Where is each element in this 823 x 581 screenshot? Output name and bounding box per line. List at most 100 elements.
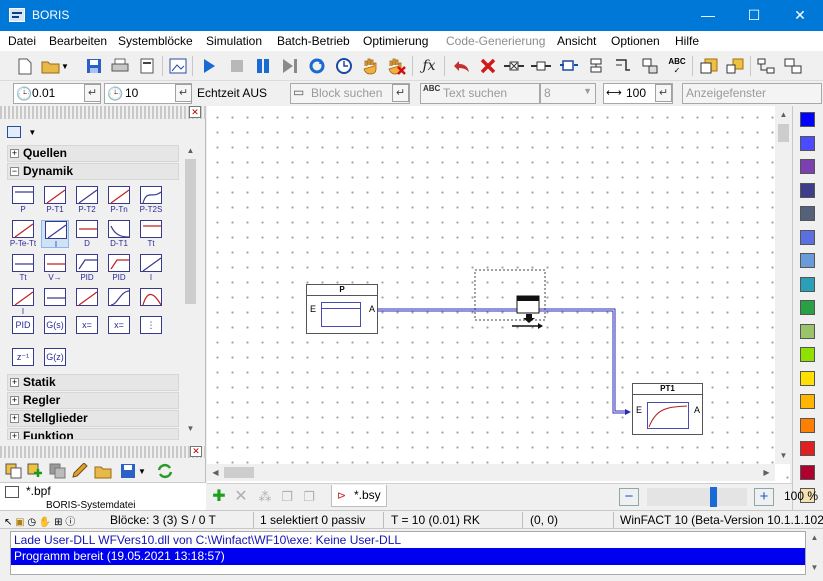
close-all-icon[interactable]: ⁂ [258, 489, 272, 504]
page-setup-icon[interactable] [136, 55, 158, 77]
color-swatch[interactable] [800, 300, 815, 315]
color-swatch[interactable] [800, 112, 815, 127]
scroll-thumb[interactable] [224, 467, 254, 478]
duplicate-tab-icon[interactable]: ❐ [281, 489, 293, 504]
color-swatch[interactable] [800, 488, 815, 503]
library-block-17[interactable] [41, 288, 69, 316]
group-icon[interactable] [698, 55, 720, 77]
remove-file-icon[interactable] [47, 460, 69, 482]
menu-code-generierung[interactable]: Code-Generierung [446, 34, 546, 48]
scroll-up-icon[interactable]: ▲ [779, 110, 788, 119]
menu-batch-betrieb[interactable]: Batch-Betrieb [277, 34, 350, 48]
apply-time-button[interactable]: ↵ [175, 84, 192, 102]
category-funktion[interactable]: + Funktion [7, 428, 179, 440]
menu-simulation[interactable]: Simulation [206, 34, 263, 48]
close-icon[interactable]: ✕ [189, 106, 201, 118]
library-block-16[interactable]: I [9, 288, 37, 316]
delete-icon[interactable] [477, 55, 499, 77]
menu-optimierung[interactable]: Optimierung [363, 34, 429, 48]
scroll-up-icon[interactable]: ▲ [810, 533, 819, 542]
tree-root-item[interactable]: *.bpf [26, 484, 51, 498]
library-block-4[interactable]: P-Tn [105, 186, 133, 214]
canvas-horizontal-scrollbar[interactable]: ◀ ▶ [207, 464, 775, 481]
apply-width-button[interactable]: ↵ [655, 84, 672, 102]
image-icon[interactable] [167, 55, 189, 77]
block-pt1[interactable]: PT1 E A [632, 383, 703, 435]
network-icon[interactable] [755, 55, 777, 77]
save-icon[interactable] [117, 460, 139, 482]
color-swatch[interactable] [800, 394, 815, 409]
library-symbol-block[interactable]: z⁻¹ [9, 348, 37, 376]
spellcheck-icon[interactable]: ABC✓ [668, 57, 686, 75]
close-tab-icon[interactable]: ✕ [234, 488, 248, 505]
library-block-20[interactable] [137, 288, 165, 316]
color-swatch[interactable] [800, 347, 815, 362]
grid-align-icon[interactable] [639, 55, 661, 77]
open-folder-icon[interactable] [40, 55, 62, 77]
scroll-right-icon[interactable]: ▶ [763, 468, 770, 477]
scroll-thumb[interactable] [778, 124, 789, 142]
scroll-down-icon[interactable]: ▼ [186, 424, 195, 433]
panel-grip[interactable]: ✕ [0, 446, 206, 458]
panel-grip[interactable] [0, 106, 206, 119]
library-symbol-block[interactable]: x= [73, 316, 101, 344]
align-icon[interactable] [585, 55, 607, 77]
connect-icon[interactable] [530, 55, 552, 77]
menu-bearbeiten[interactable]: Bearbeiten [49, 34, 108, 48]
refresh-icon[interactable] [306, 55, 328, 77]
diagram-canvas[interactable]: P E A PT1 E A [207, 106, 790, 483]
category-stellglieder[interactable]: + Stellglieder [7, 410, 179, 427]
pause-icon[interactable] [252, 55, 274, 77]
log-scrollbar[interactable]: ▲ ▼ [806, 531, 823, 575]
ungroup-icon[interactable] [724, 55, 746, 77]
color-swatch[interactable] [800, 276, 815, 292]
chevron-down-icon[interactable]: ▼ [138, 466, 146, 476]
new-file-icon[interactable] [14, 55, 36, 77]
copy-icon[interactable] [3, 460, 25, 482]
folder-icon[interactable] [92, 460, 114, 482]
zoom-slider[interactable] [647, 487, 747, 507]
formula-icon[interactable]: ƒx [422, 58, 436, 74]
block-search-field[interactable]: ▭ Block suchen [290, 83, 410, 104]
text-search-count-select[interactable]: 8 ▼ [540, 83, 596, 104]
library-block-5[interactable]: P-T2S [137, 186, 165, 214]
color-swatch[interactable] [800, 370, 815, 386]
save-icon[interactable] [83, 55, 105, 77]
color-swatch[interactable] [800, 417, 815, 433]
clock-icon[interactable] [333, 55, 355, 77]
library-block-15[interactable]: I [137, 254, 165, 282]
category-regler[interactable]: + Regler [7, 392, 179, 409]
library-block-8[interactable]: D [73, 220, 101, 248]
menu-systembloecke[interactable]: Systemblöcke [118, 34, 193, 48]
library-scrollbar[interactable]: ▲ ▼ [183, 143, 198, 436]
scroll-left-icon[interactable]: ◀ [212, 468, 219, 477]
library-block-11[interactable]: Tt [9, 254, 37, 282]
library-block-19[interactable] [105, 288, 133, 316]
library-block-9[interactable]: D-T1 [105, 220, 133, 248]
text-search-field[interactable]: ABC Text suchen [420, 83, 540, 104]
zoom-out-button[interactable]: − [619, 488, 639, 506]
color-swatch[interactable] [800, 253, 815, 268]
library-block-13[interactable]: PID [73, 254, 101, 282]
category-quellen[interactable]: + Quellen [7, 145, 179, 162]
color-swatch[interactable] [800, 229, 815, 245]
zoom-slider-thumb[interactable] [710, 487, 717, 507]
scroll-up-icon[interactable]: ▲ [186, 146, 195, 155]
scroll-down-icon[interactable]: ▼ [810, 563, 819, 572]
library-block-1[interactable]: P [9, 186, 37, 214]
library-block-6[interactable]: P-Te-Tt [9, 220, 37, 248]
color-swatch[interactable] [800, 206, 815, 221]
message-log[interactable]: Lade User-DLL WFVers10.dll von C:\Winfac… [10, 531, 806, 575]
disconnect-icon[interactable] [503, 55, 525, 77]
library-block-14[interactable]: PID [105, 254, 133, 282]
rotate-icon[interactable] [558, 55, 580, 77]
hand-icon[interactable] [359, 55, 381, 77]
menu-hilfe[interactable]: Hilfe [675, 34, 700, 48]
color-swatch[interactable] [800, 135, 815, 151]
library-block-7[interactable]: I [41, 220, 69, 249]
color-swatch[interactable] [800, 159, 815, 174]
category-dynamik[interactable]: − Dynamik [7, 163, 179, 180]
menu-optionen[interactable]: Optionen [611, 34, 660, 48]
library-block-10[interactable]: Tt [137, 220, 165, 248]
view-mode-button[interactable]: ▼ [7, 124, 41, 142]
